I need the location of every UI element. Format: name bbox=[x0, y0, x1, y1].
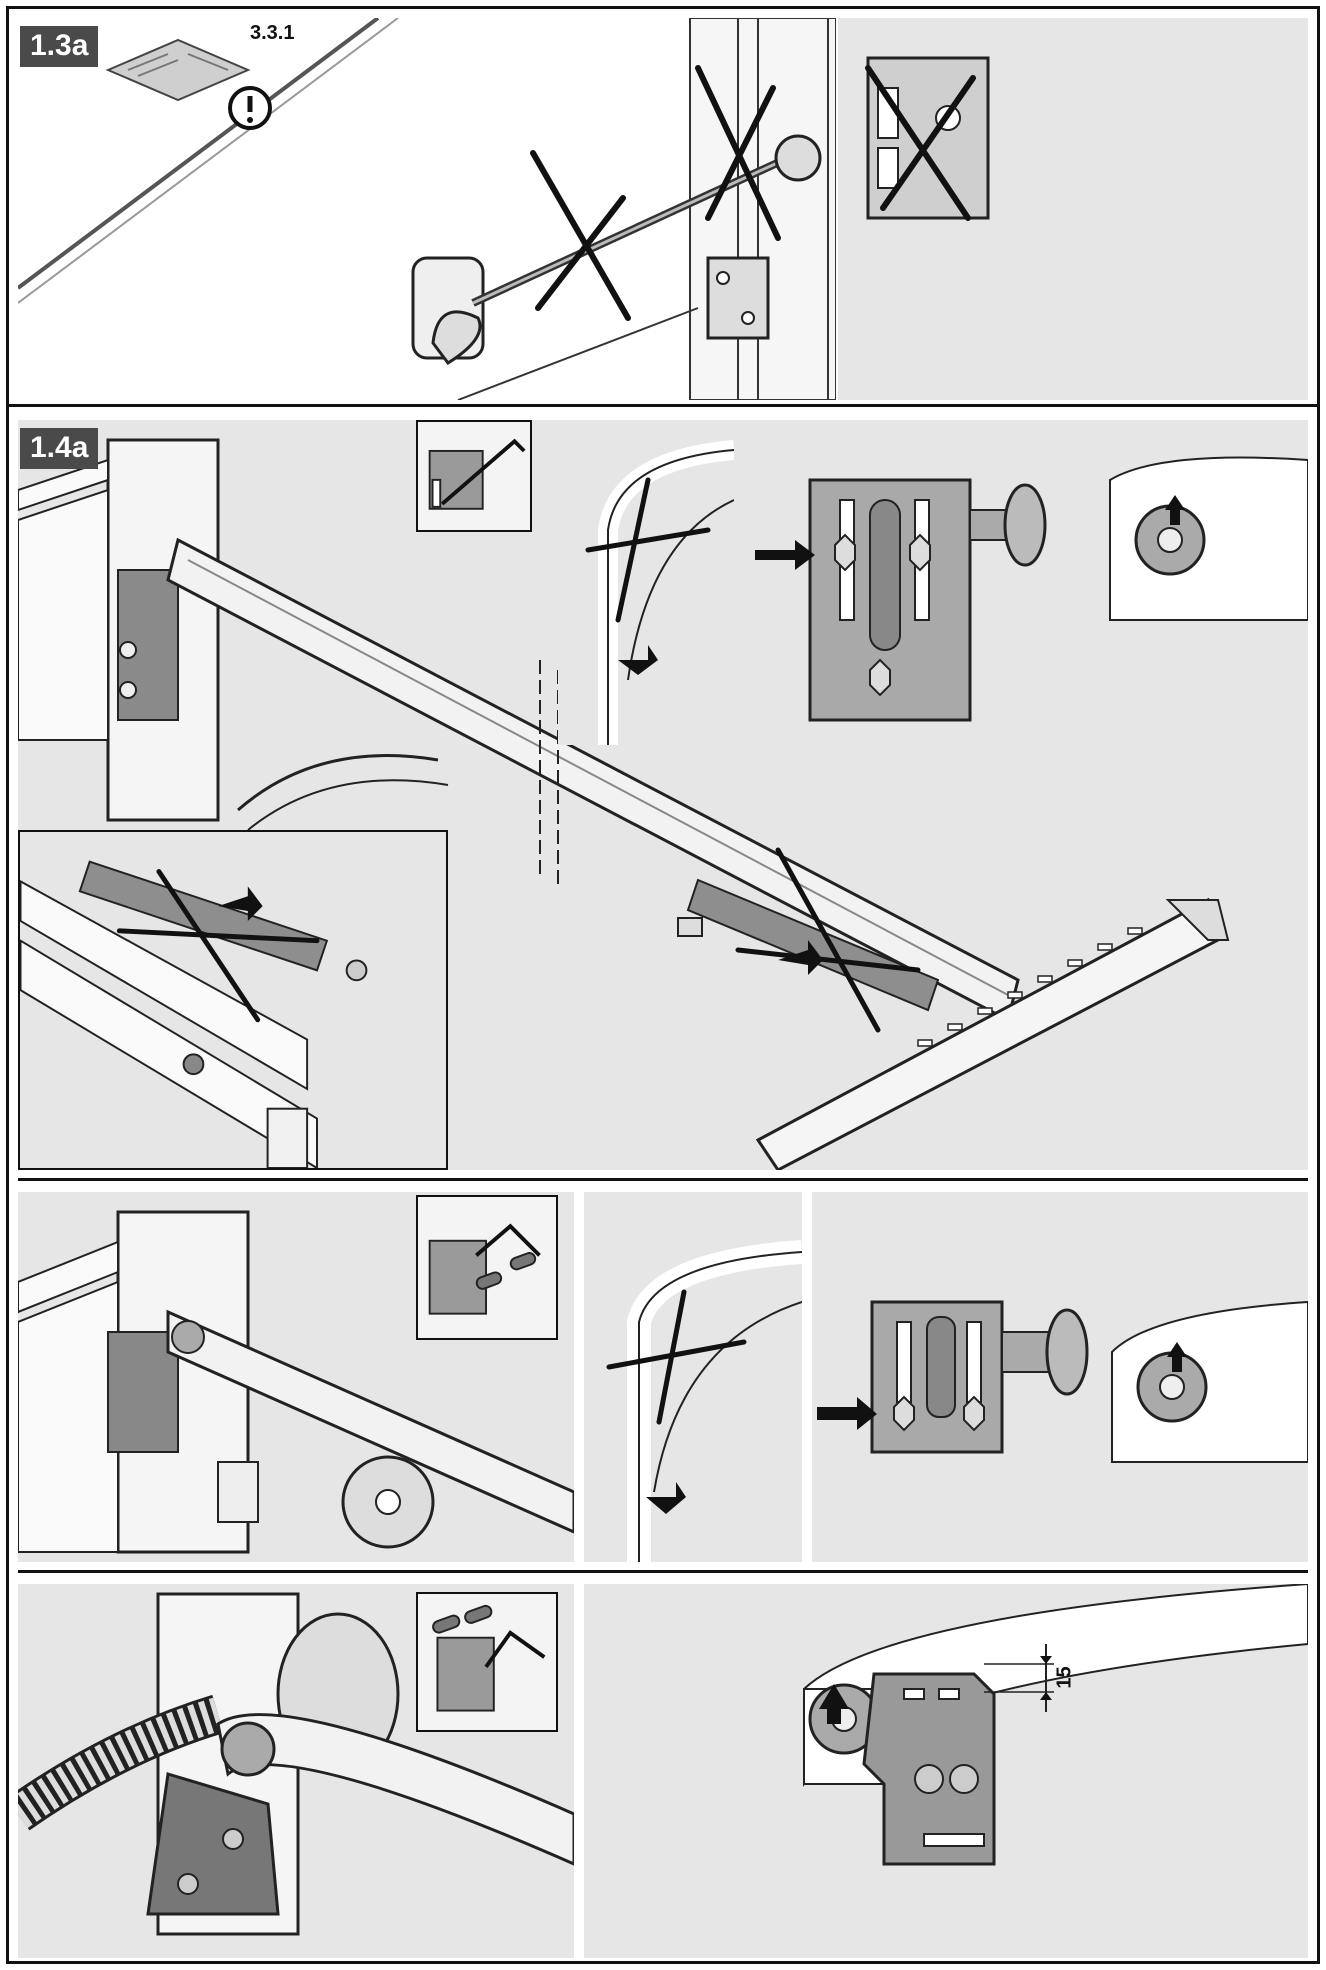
section-divider bbox=[18, 1178, 1308, 1181]
low-headroom-track-illustration bbox=[18, 1210, 574, 1554]
removed-bracket-illustration bbox=[865, 56, 990, 221]
arrow-icon bbox=[218, 886, 263, 921]
hex-bolt-icon bbox=[893, 1395, 915, 1432]
roller-bracket-offset-illustration bbox=[803, 1584, 1308, 1866]
hex-key-tool-icon bbox=[416, 1195, 558, 1340]
arrow-icon bbox=[819, 1684, 849, 1724]
arrow-icon bbox=[817, 1397, 877, 1430]
row-3-cable-panel bbox=[584, 1192, 802, 1562]
arrow-icon bbox=[778, 940, 823, 975]
torsion-spring-track-illustration bbox=[18, 1592, 574, 1936]
track-assembly-illustration bbox=[18, 438, 1230, 1170]
hex-bolt-icon bbox=[869, 658, 891, 697]
arrow-icon bbox=[1167, 1342, 1187, 1372]
step-1-3a-main-panel: 1.3a 3.3.1 bbox=[18, 18, 836, 400]
section-divider bbox=[18, 1570, 1308, 1573]
arrow-icon bbox=[618, 645, 658, 675]
hex-bolt-icon bbox=[909, 533, 931, 572]
prohibited-cross-icon bbox=[865, 65, 976, 221]
arrow-icon bbox=[1165, 495, 1185, 525]
hex-bolt-icon bbox=[963, 1395, 985, 1432]
step-1-4a-main-panel bbox=[18, 420, 1308, 1170]
prohibited-cross-icon bbox=[585, 477, 711, 623]
row-3-hinge-panel bbox=[812, 1192, 1308, 1562]
removed-door-latch-illustration bbox=[18, 18, 836, 400]
manual-warning-icon bbox=[105, 38, 272, 130]
prohibited-cross-icon bbox=[116, 869, 320, 1023]
row-4-detail-panel: 15 bbox=[584, 1584, 1308, 1958]
prohibited-cross-icon bbox=[735, 847, 921, 1033]
inset-cable-removed bbox=[558, 420, 734, 745]
inset-remove-bar bbox=[18, 830, 448, 1170]
inset-hinge-plate bbox=[740, 420, 1308, 745]
arrow-icon bbox=[646, 1482, 686, 1514]
hex-bolt-icon bbox=[834, 533, 856, 572]
hinge-roller-illustration bbox=[817, 1300, 1308, 1463]
cable-removed-illustration bbox=[606, 1240, 802, 1562]
manual-reference: 3.3.1 bbox=[250, 22, 295, 44]
section-divider bbox=[6, 404, 1320, 407]
dimension-label: 15 bbox=[1053, 1666, 1076, 1689]
prohibited-cross-icon bbox=[606, 1289, 747, 1425]
step-label-1-4a: 1.4a bbox=[20, 428, 99, 469]
step-1-3a-side-panel bbox=[838, 18, 1308, 400]
prohibited-cross-icon bbox=[530, 65, 781, 321]
hex-key-tool-icon bbox=[416, 420, 532, 532]
step-label-1-3a: 1.3a bbox=[20, 26, 99, 67]
arrow-icon bbox=[755, 540, 815, 570]
row-3-main-panel bbox=[18, 1192, 574, 1562]
page-frame bbox=[6, 6, 1320, 1964]
hex-key-tool-icon bbox=[416, 1592, 558, 1732]
